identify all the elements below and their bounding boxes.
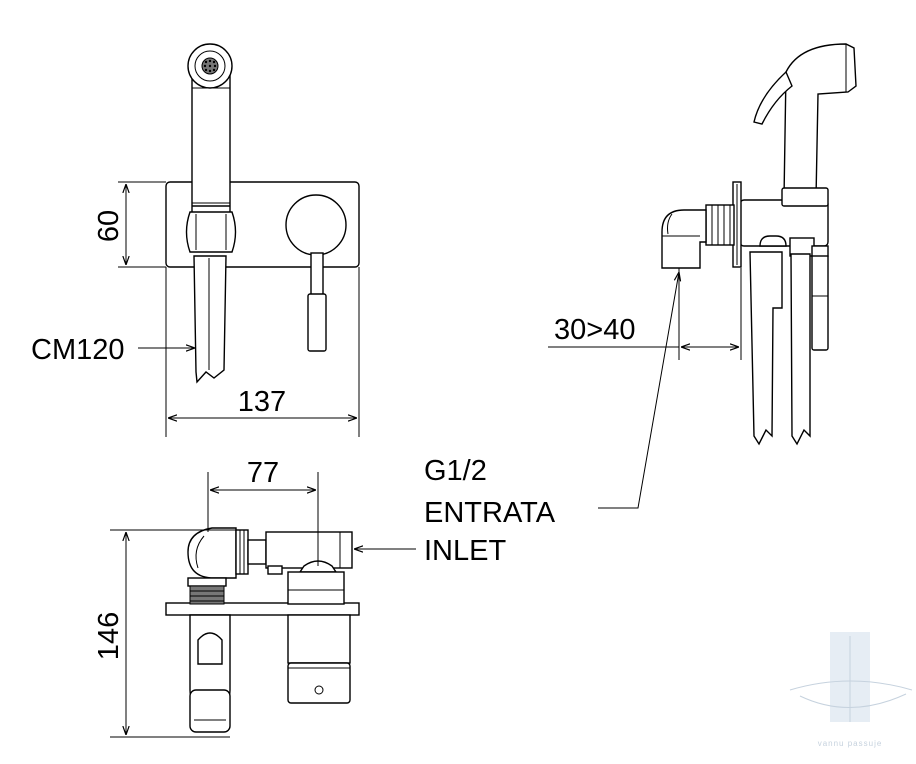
top-elbow-assembly — [187, 527, 267, 605]
side-hand-shower — [753, 43, 857, 199]
dim-146-label: 146 — [93, 612, 125, 660]
dim-146: 146 — [93, 529, 240, 738]
inlet-note: G1/2 ENTRATA INLET — [424, 455, 556, 567]
dim-60: 60 — [93, 181, 166, 268]
inlet-leader-line — [598, 272, 679, 509]
front-mixer-stem — [310, 252, 324, 296]
dim-137: 137 — [165, 267, 360, 437]
dim-60-label: 60 — [93, 210, 125, 242]
dim-77: 77 — [207, 457, 319, 566]
watermark-text: vannu passuje — [818, 739, 883, 748]
front-mixer-lever — [307, 293, 327, 352]
front-hand-shower — [185, 43, 237, 253]
watermark-logo: vannu passuje — [789, 632, 913, 748]
side-connector — [705, 204, 735, 246]
top-mixer-body — [265, 531, 353, 605]
dim-30-40: 30>40 — [548, 268, 742, 360]
side-elbow — [661, 209, 707, 269]
side-mixer-lever — [811, 253, 829, 351]
side-view: 30>40 — [548, 43, 857, 509]
side-hose-left — [749, 251, 783, 446]
front-hose — [193, 255, 227, 384]
front-mixer-dial — [285, 194, 347, 256]
dim-77-label: 77 — [247, 457, 279, 489]
top-shower-end — [189, 614, 231, 733]
top-cartridge — [287, 614, 351, 704]
front-view: 60 CM120 137 — [31, 43, 360, 437]
dim-137-label: 137 — [238, 386, 286, 418]
dim-cm120: CM120 — [31, 334, 195, 366]
inlet-note-line3: INLET — [424, 535, 506, 567]
dim-30-40-label: 30>40 — [554, 314, 635, 346]
inlet-note-line2: ENTRATA — [424, 497, 556, 529]
side-hose-right — [790, 253, 811, 446]
top-wall-plate — [165, 602, 360, 616]
top-view: 77 146 — [93, 457, 416, 738]
dim-cm120-label: CM120 — [31, 334, 125, 366]
inlet-note-line1: G1/2 — [424, 455, 487, 487]
